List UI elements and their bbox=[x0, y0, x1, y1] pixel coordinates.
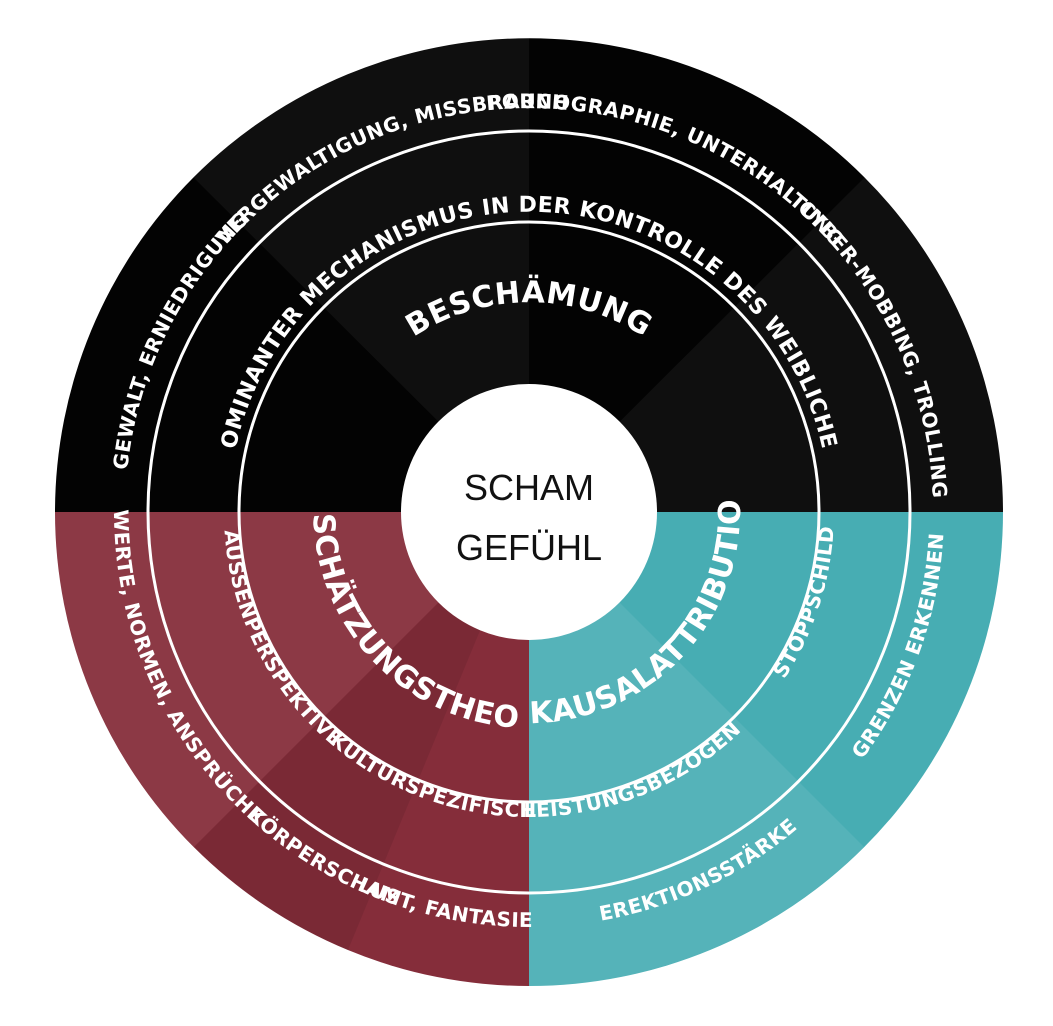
center-label-line1: SCHAM bbox=[464, 467, 594, 508]
right-segment bbox=[529, 512, 1003, 986]
left-segment bbox=[55, 512, 529, 986]
inner-ring bbox=[237, 220, 821, 804]
center-label-line2: GEFÜHL bbox=[456, 527, 602, 568]
top-segment bbox=[55, 38, 1003, 513]
sector-shade bbox=[194, 512, 529, 950]
center-disc bbox=[401, 384, 657, 640]
outer-ring bbox=[146, 129, 912, 895]
